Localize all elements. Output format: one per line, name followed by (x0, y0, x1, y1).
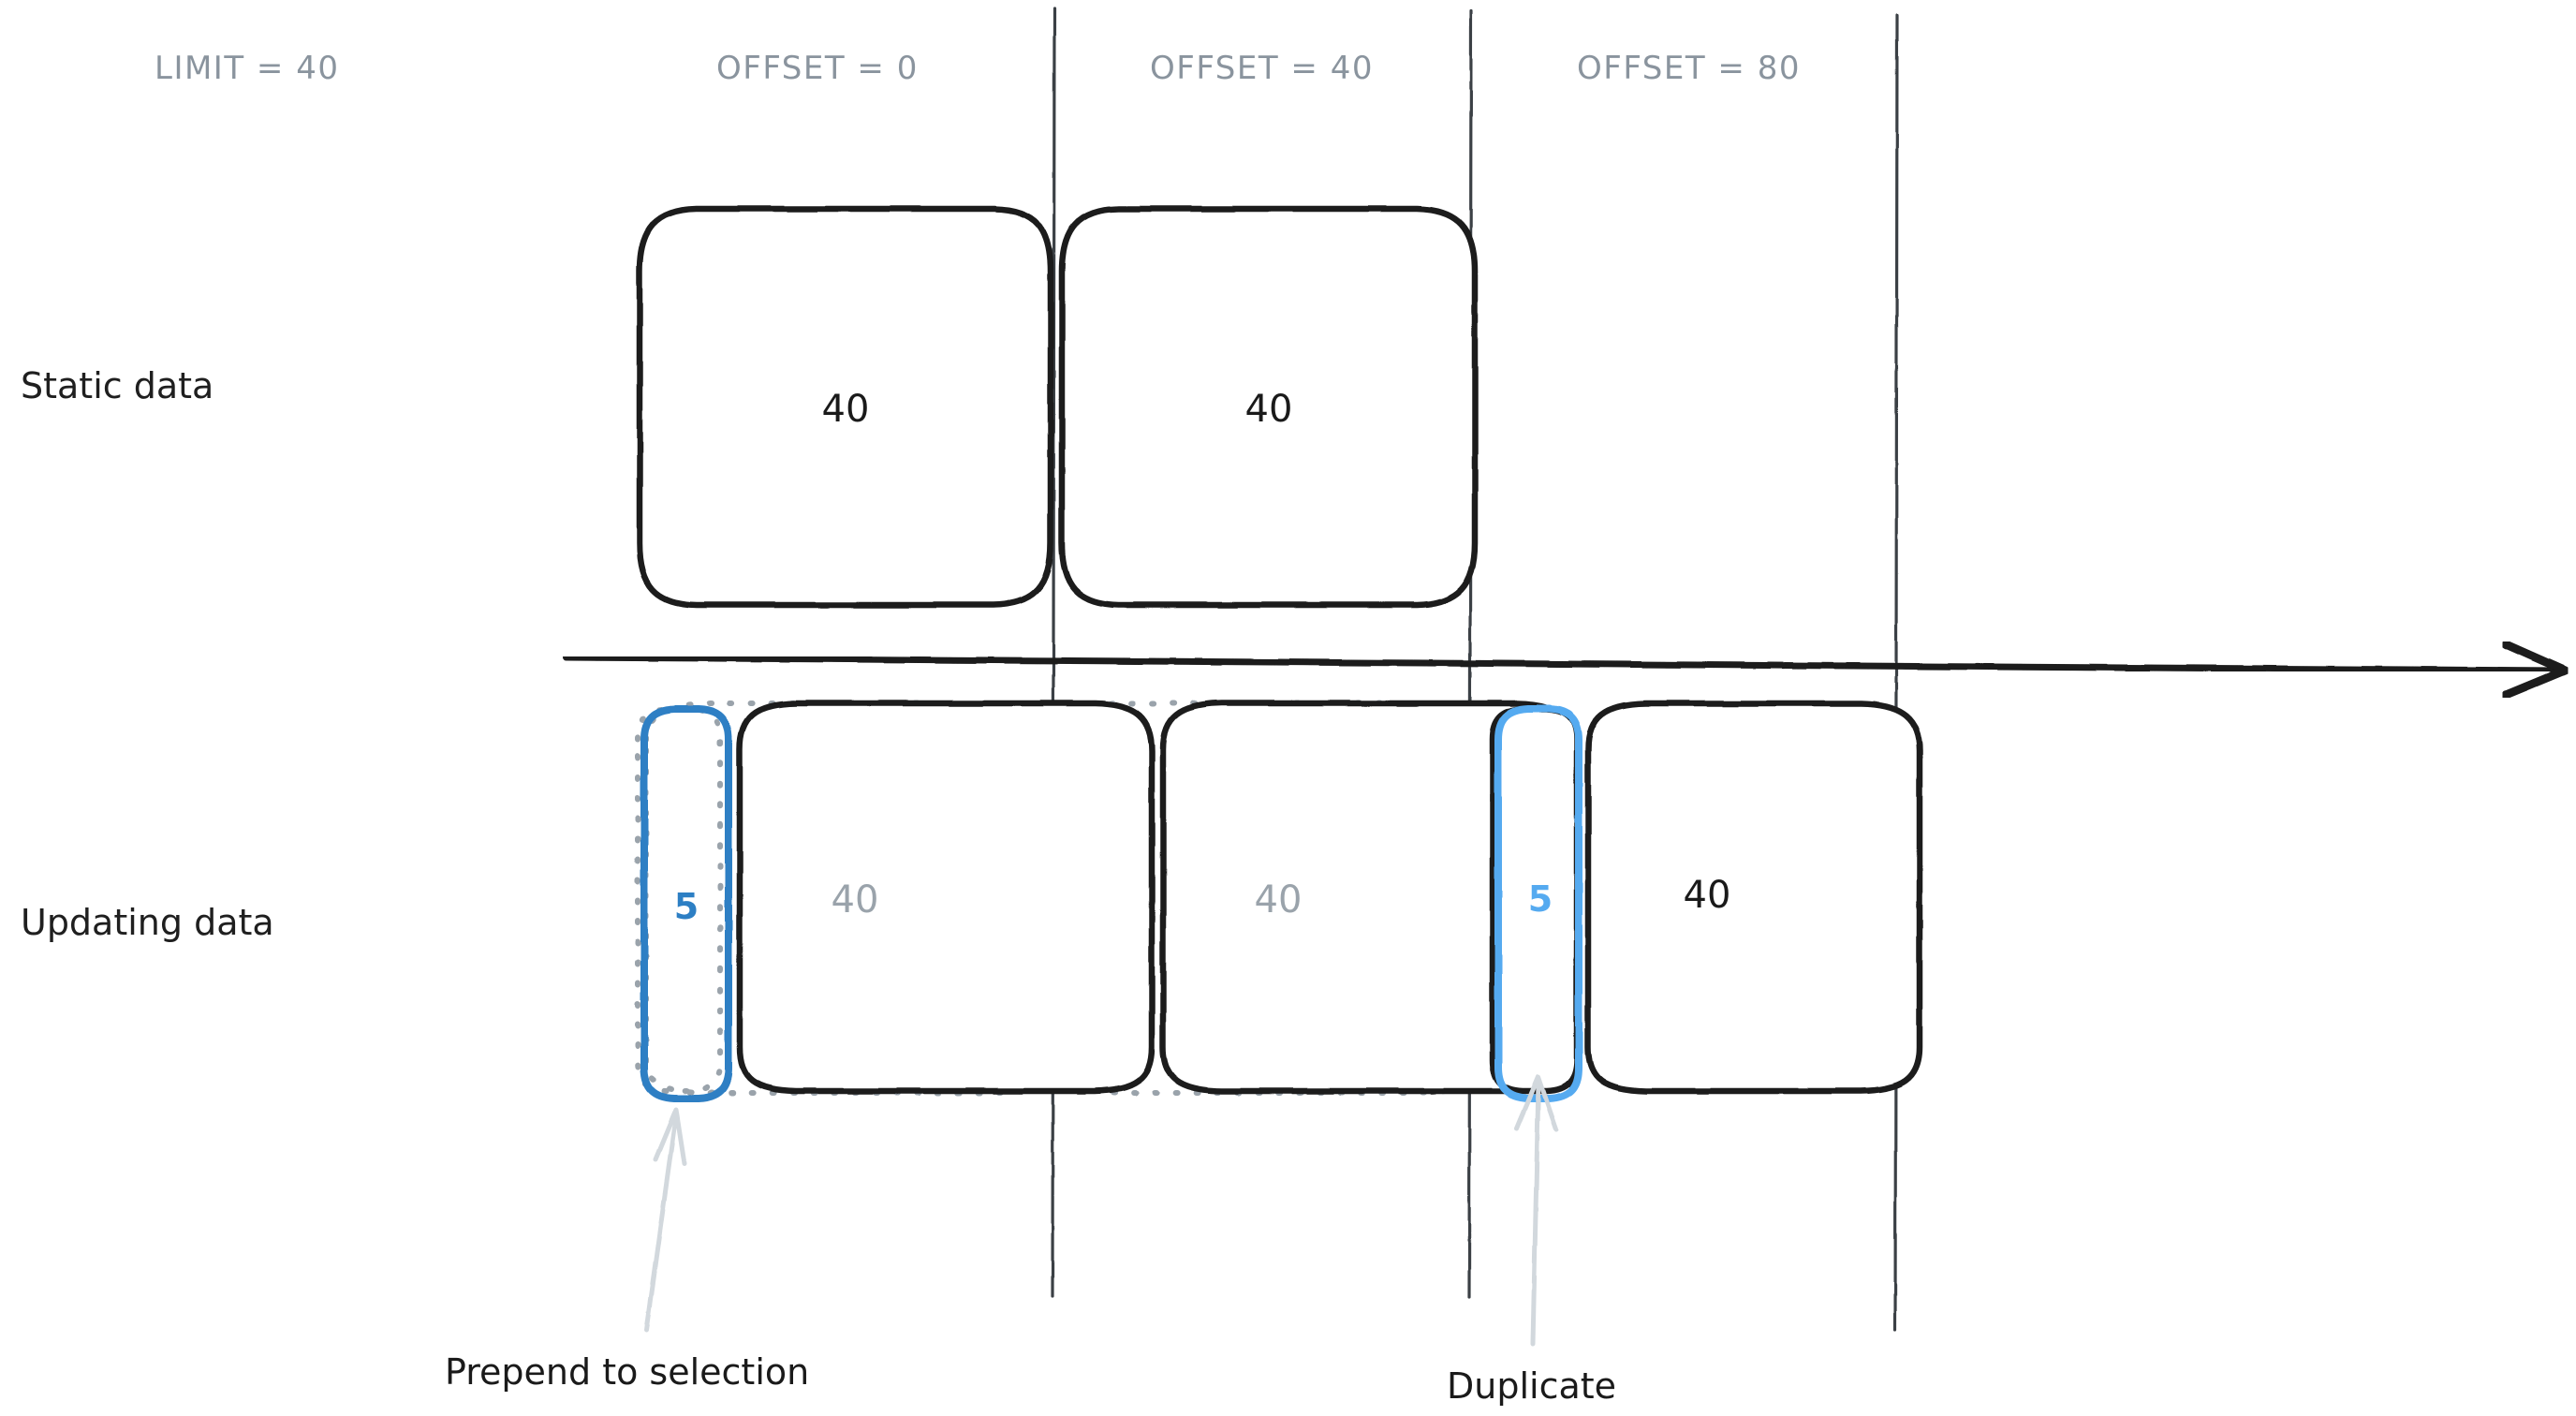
static-box-2-value: 40 (1244, 388, 1293, 431)
annotation-duplicate: Duplicate (1447, 1365, 1617, 1407)
prepend-pointer-line (643, 1112, 679, 1333)
divider-offset0 (1051, 7, 1056, 1298)
static-row-shapes (636, 205, 1479, 609)
arrow-right-icon (2501, 640, 2569, 700)
row-label-updating-data: Updating data (21, 902, 274, 943)
prepend-box-value: 5 (673, 886, 699, 927)
label-limit: LIMIT = 40 (155, 50, 340, 87)
duplicate-pointer-line (1530, 1079, 1541, 1347)
column-dividers (1051, 7, 1899, 1332)
blue-highlight-boxes (640, 705, 1582, 1102)
ghost-outlines (635, 701, 1484, 1096)
annotation-prepend-to-selection: Prepend to selection (445, 1351, 810, 1393)
updating-box-page2-value: 40 (1254, 878, 1303, 922)
label-offset-40: OFFSET = 40 (1150, 50, 1374, 87)
updating-box-page1-value: 40 (831, 878, 879, 922)
updating-box-page3-value: 40 (1683, 874, 1731, 917)
updating-box-page3 (1584, 700, 1923, 1095)
updating-box-page2 (1159, 700, 1581, 1095)
callout-pointers (643, 1074, 1559, 1347)
prepend-arrow-up-icon (653, 1107, 687, 1167)
duplicate-arrow-up-icon (1514, 1074, 1559, 1132)
label-offset-0: OFFSET = 0 (716, 50, 919, 87)
label-offset-80: OFFSET = 80 (1577, 50, 1801, 87)
updating-row-shapes (736, 700, 1923, 1095)
divider-offset40 (1467, 9, 1473, 1299)
timeline-axis (562, 640, 2569, 700)
row-label-static-data: Static data (21, 365, 214, 406)
timeline-line (562, 654, 2565, 674)
duplicate-box-value: 5 (1527, 878, 1553, 920)
static-box-1-value: 40 (821, 388, 870, 431)
divider-offset80 (1893, 13, 1899, 1332)
updating-box-page1 (736, 700, 1156, 1095)
